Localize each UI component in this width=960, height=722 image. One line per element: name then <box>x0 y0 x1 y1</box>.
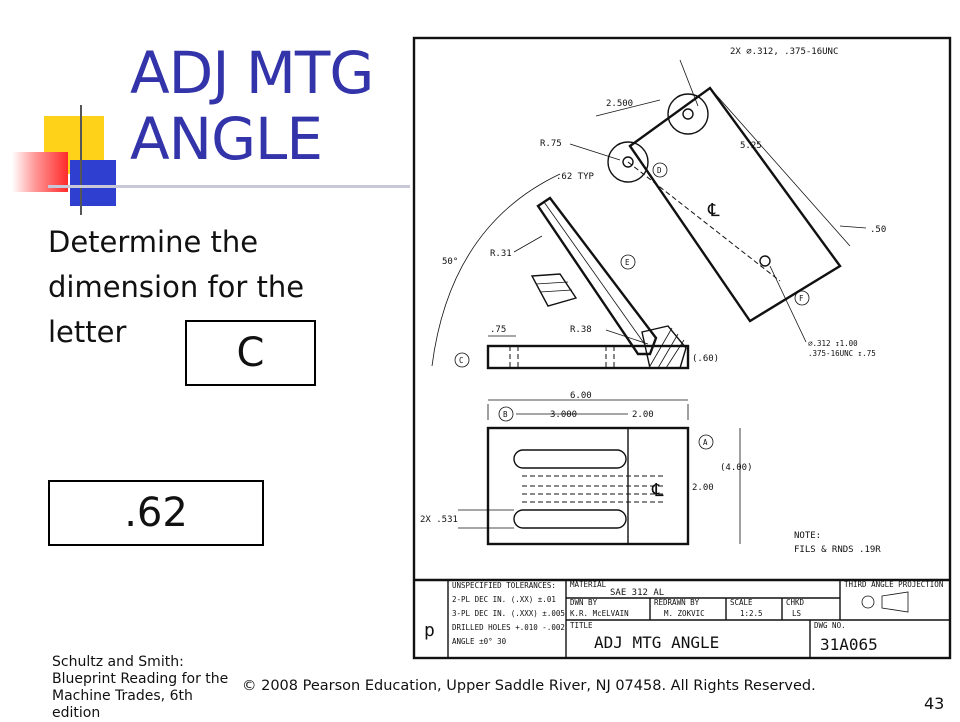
dim-75: .75 <box>490 325 506 335</box>
dim-50: .50 <box>870 225 886 235</box>
dim-r38: R.38 <box>570 325 592 335</box>
blueprint-drawing: ℄ 2.500 2X ⌀.312, .375-16UNC R.75 5.25 .… <box>412 36 952 660</box>
material-label: MATERIAL <box>570 580 607 589</box>
dim-angle: 50° <box>442 257 458 267</box>
dim-525: 5.25 <box>740 141 762 151</box>
note-fils: FILS & RNDS .19R <box>794 545 881 555</box>
svg-text:B: B <box>503 410 508 419</box>
dim-200: 2.00 <box>632 410 654 420</box>
publisher-logo: p <box>424 620 435 641</box>
drawing-border <box>412 36 952 660</box>
dim-200v: 2.00 <box>692 483 714 493</box>
title-label: TITLE <box>570 621 593 630</box>
dim-2500: 2.500 <box>606 99 633 109</box>
dim-r31: R.31 <box>490 249 512 259</box>
callout-c: C <box>454 352 470 368</box>
tol-4: ANGLE ±0° 30 <box>452 637 507 646</box>
drawing-number: 31A065 <box>820 635 878 654</box>
note-label: NOTE: <box>794 531 821 541</box>
redrawn-value: M. ZOKVIC <box>664 609 705 618</box>
dim-holes: 2X ⌀.312, .375-16UNC <box>730 47 838 57</box>
blue-square <box>70 160 116 206</box>
callout-e: E <box>620 254 636 270</box>
title-divider <box>48 185 410 188</box>
copyright-text: © 2008 Pearson Education, Upper Saddle R… <box>242 678 816 694</box>
projection-label: THIRD ANGLE PROJECTION <box>844 580 943 589</box>
centerline-symbol-1: ℄ <box>707 200 720 221</box>
title-block: p UNSPECIFIED TOLERANCES: 2-PL DEC IN. (… <box>414 578 950 658</box>
material-value: SAE 312 AL <box>610 588 664 598</box>
dim-600: 6.00 <box>570 391 592 401</box>
dim-typ: .62 TYP <box>556 172 595 182</box>
letter-box: C <box>185 320 316 386</box>
chkd-value: LS <box>792 609 802 618</box>
chkd-label: CHKD <box>786 598 805 607</box>
tol-header: UNSPECIFIED TOLERANCES: <box>452 581 556 590</box>
svg-text:F: F <box>799 294 804 303</box>
callout-a: A <box>698 434 714 450</box>
centerline-symbol-2: ℄ <box>651 480 664 501</box>
answer-box: .62 <box>48 480 264 546</box>
answer-value: .62 <box>124 490 188 536</box>
page-number: 43 <box>924 694 945 713</box>
dim-r75: R.75 <box>540 139 562 149</box>
tol-3: DRILLED HOLES +.010 -.002 <box>452 623 565 632</box>
redrawn-label: REDRAWN BY <box>654 598 700 607</box>
scale-value: 1:2.5 <box>740 609 763 618</box>
dim-531: 2X .531 <box>420 515 458 525</box>
vertical-accent-line <box>80 105 82 215</box>
svg-text:C: C <box>459 356 464 365</box>
dwg-label: DWG NO. <box>814 621 846 630</box>
callout-f: F <box>794 290 810 306</box>
drawn-label: DWN BY <box>570 598 598 607</box>
svg-text:A: A <box>703 438 708 447</box>
dim-tap2: .375-16UNC ↧.75 <box>808 349 876 358</box>
tol-2: 3-PL DEC IN. (.XXX) ±.005 <box>452 609 565 618</box>
drawing-title: ADJ MTG ANGLE <box>594 633 719 652</box>
drawn-value: K.R. McELVAIN <box>570 609 629 618</box>
attribution-text: Schultz and Smith: Blueprint Reading for… <box>52 654 229 721</box>
tol-1: 2-PL DEC IN. (.XX) ±.01 <box>452 595 556 604</box>
question-text: Determine the dimension for the letter <box>48 225 305 349</box>
top-view: 6.00 3.000 2.00 ℄ (4.00) 2.00 2X .531 NO… <box>420 391 881 555</box>
scale-label: SCALE <box>730 598 753 607</box>
dim-60: (.60) <box>692 354 719 364</box>
dim-400: (4.00) <box>720 463 753 473</box>
callout-b: B <box>498 406 514 422</box>
svg-text:E: E <box>625 258 630 267</box>
svg-text:D: D <box>657 166 662 175</box>
slide-title: ADJ MTG ANGLE <box>130 39 374 173</box>
callout-d: D <box>652 162 668 178</box>
dim-tap1: ⌀.312 ↧1.00 <box>808 339 858 348</box>
angle-plate-view: ℄ 2.500 2X ⌀.312, .375-16UNC R.75 5.25 .… <box>431 47 886 370</box>
dim-3000: 3.000 <box>550 410 577 420</box>
letter-value: C <box>236 330 265 376</box>
